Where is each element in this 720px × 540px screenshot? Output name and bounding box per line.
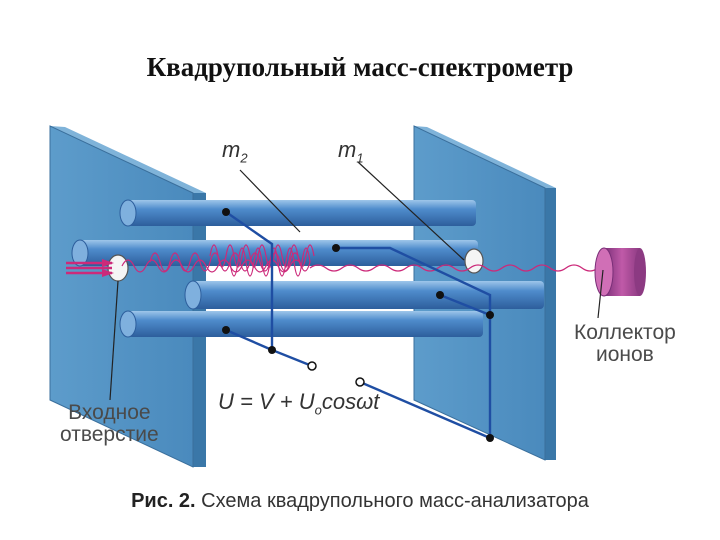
collector-pointer xyxy=(597,269,604,319)
caption-text: Схема квадрупольного масс-анализатора xyxy=(195,490,589,512)
label-inlet-line2: отверстие xyxy=(60,423,159,447)
label-collector-line1: Коллектор xyxy=(574,321,676,344)
caption-prefix: Рис. 2. xyxy=(131,490,196,512)
page-title: Квадрупольный масс-спектрометр xyxy=(146,52,574,82)
voltage-formula: U = V + Uocosωt xyxy=(218,389,380,418)
rod-bottom xyxy=(119,310,483,338)
label-m1: m1 xyxy=(338,137,364,166)
m1-pointer xyxy=(357,161,465,261)
terminal-left xyxy=(307,361,317,371)
rod-top xyxy=(119,199,476,227)
ion-trajectory-m1 xyxy=(309,264,615,272)
exit-hole xyxy=(464,248,484,274)
label-inlet: Входное отверстие xyxy=(60,401,159,447)
wire-nodes xyxy=(222,208,494,442)
terminal-right xyxy=(355,377,365,387)
label-m2: m2 xyxy=(222,137,248,166)
label-inlet-line1: Входное xyxy=(68,401,151,424)
ion-beam-inlet xyxy=(66,259,114,277)
m2-pointer xyxy=(239,169,301,233)
figure-caption: Рис. 2. Схема квадрупольного масс-анализ… xyxy=(0,490,720,513)
ion-collector xyxy=(594,247,646,297)
label-collector: Коллектор ионов xyxy=(574,321,676,367)
label-collector-line2: ионов xyxy=(595,343,654,367)
wiring xyxy=(225,211,492,440)
inlet-pointer xyxy=(109,280,119,401)
